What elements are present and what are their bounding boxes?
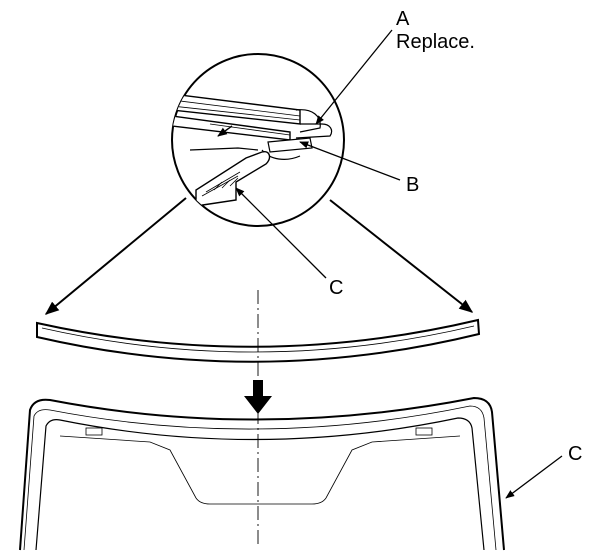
windshield-glass xyxy=(19,396,505,551)
callout-a-note: Replace. xyxy=(396,31,475,53)
install-direction-arrow xyxy=(244,380,272,414)
callout-c-glass: C xyxy=(505,443,582,499)
callout-a-letter: A xyxy=(396,8,410,30)
callout-c-detail: C xyxy=(235,187,343,299)
callout-b: B xyxy=(299,141,419,196)
callout-b-letter: B xyxy=(406,174,419,196)
detail-magnifier xyxy=(171,53,345,227)
callout-c-glass-letter: C xyxy=(568,443,582,465)
detail-to-molding-arrows xyxy=(44,197,474,315)
callout-a: A Replace. xyxy=(315,8,475,125)
callout-c-detail-letter: C xyxy=(329,277,343,299)
